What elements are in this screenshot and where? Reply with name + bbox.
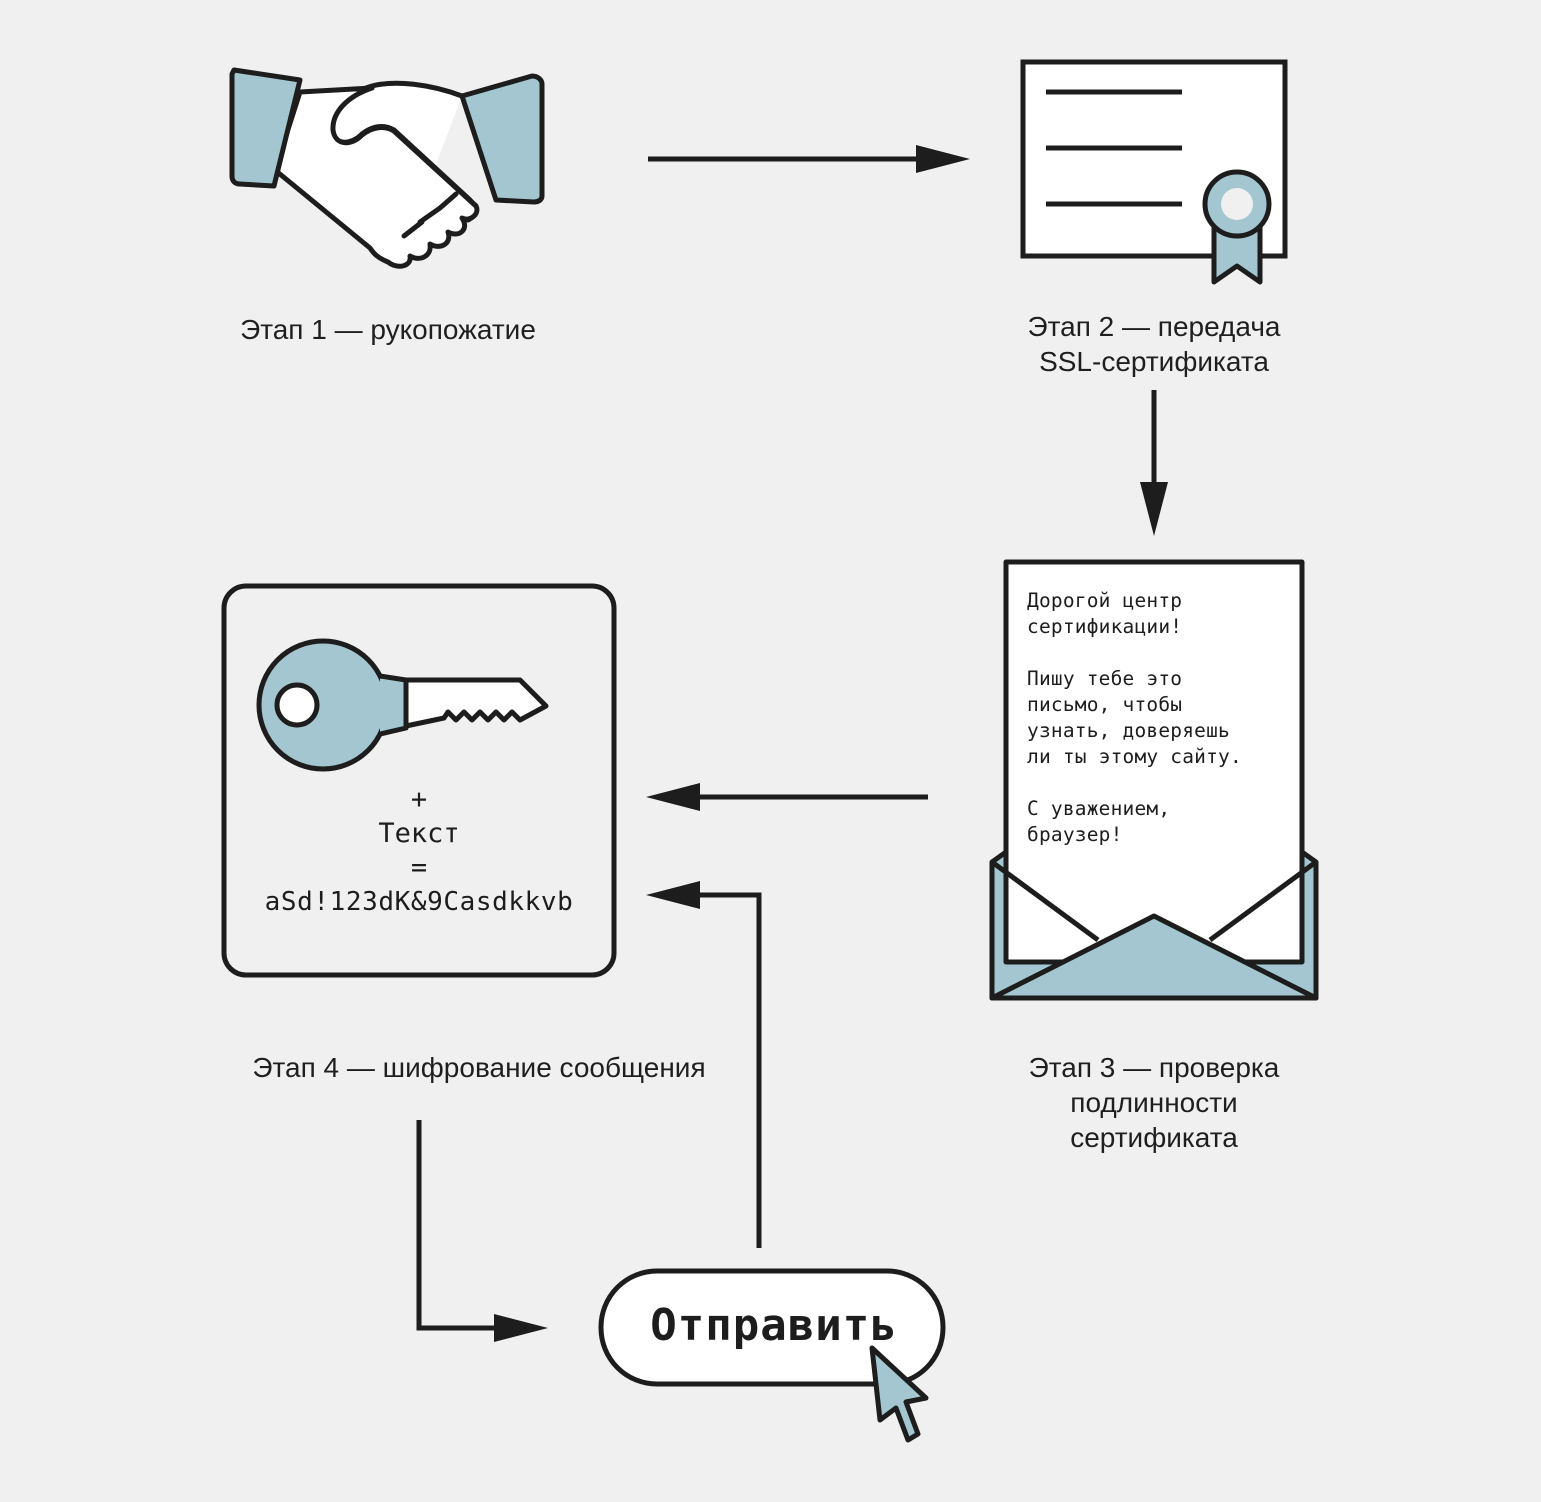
stage3-caption-line1: Этап 3 — проверка xyxy=(1028,1052,1280,1083)
certificate-icon xyxy=(1020,59,1288,285)
stage2-caption: Этап 2 — передача SSL-сертификата xyxy=(1004,309,1304,379)
letter-line xyxy=(1027,770,1295,796)
arrow-stage1-to-stage2 xyxy=(648,145,970,173)
letter-line: ли ты этому сайту. xyxy=(1027,745,1242,768)
arrow-stage4-to-send xyxy=(416,1120,548,1342)
letter-line: письмо, чтобы xyxy=(1027,693,1183,716)
formula-equals: = xyxy=(410,852,428,883)
letter-line: сертификации! xyxy=(1027,615,1183,638)
send-button-shape xyxy=(598,1268,946,1387)
stage3-caption-line3: сертификата xyxy=(1070,1122,1238,1153)
stage4-caption-text: Этап 4 — шифрование сообщения xyxy=(252,1052,706,1083)
stage4-caption: Этап 4 — шифрование сообщения xyxy=(220,1050,738,1085)
letter-envelope-icon xyxy=(989,559,1319,1001)
cursor-icon xyxy=(869,1345,929,1443)
letter-line: Пишу тебе это xyxy=(1027,667,1183,690)
stage2-caption-line2: SSL-сертификата xyxy=(1039,346,1269,377)
arrow-send-to-encryption xyxy=(646,881,762,1248)
stage2-caption-line1: Этап 2 — передача xyxy=(1027,311,1281,342)
arrow-stage2-to-stage3 xyxy=(1140,390,1168,536)
handshake-icon xyxy=(229,67,545,269)
letter-line: Дорогой центр xyxy=(1027,589,1183,612)
stage3-caption: Этап 3 — проверка подлинности сертификат… xyxy=(1004,1050,1304,1155)
encryption-formula: + Текст = aSd!123dK&9Casdkkvb xyxy=(226,783,612,919)
send-button[interactable]: Отправить xyxy=(650,1300,898,1351)
key-icon xyxy=(256,638,549,772)
arrow-stage3-to-stage4 xyxy=(646,783,928,811)
letter-line: С уважением, xyxy=(1027,797,1171,820)
stage1-caption: Этап 1 — рукопожатие xyxy=(200,312,576,347)
letter-line xyxy=(1027,640,1295,666)
formula-plus: + xyxy=(410,784,428,815)
letter-line: браузер! xyxy=(1027,823,1123,846)
letter-text: Дорогой центр сертификации! Пишу тебе эт… xyxy=(1027,588,1295,848)
letter-line: узнать, доверяешь xyxy=(1027,719,1230,742)
formula-text: Текст xyxy=(378,818,460,849)
formula-cipher: aSd!123dK&9Casdkkvb xyxy=(264,887,574,917)
stage3-caption-line2: подлинности xyxy=(1070,1087,1238,1118)
stage1-caption-text: Этап 1 — рукопожатие xyxy=(240,314,536,345)
